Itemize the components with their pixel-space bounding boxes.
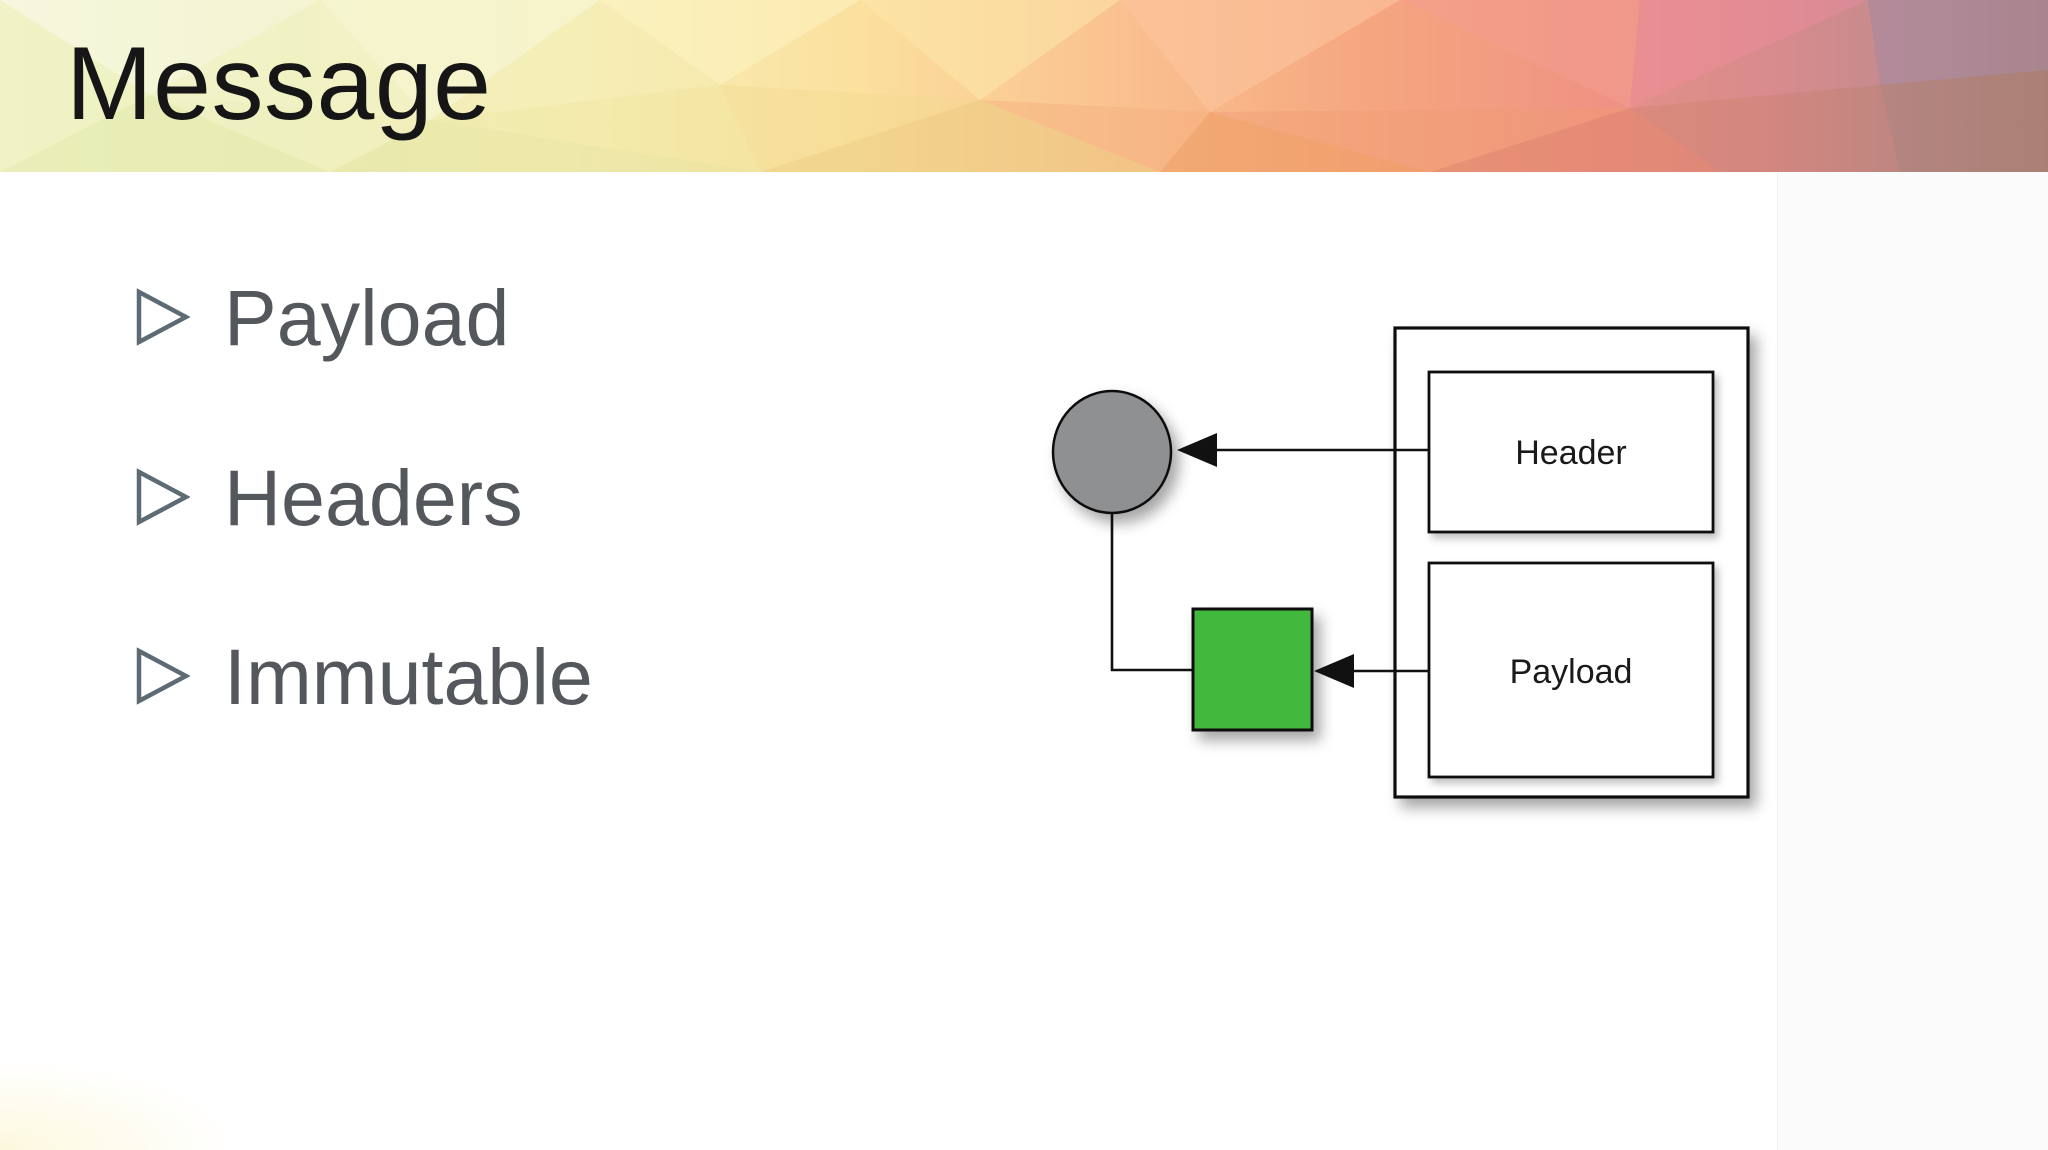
- header-box-label: Header: [1515, 434, 1627, 472]
- bullet-triangle-icon: [136, 468, 190, 526]
- bullet-triangle-icon: [136, 288, 190, 346]
- payload-box-label: Payload: [1510, 653, 1633, 691]
- page-title: Message: [66, 26, 492, 142]
- banner-facets: [0, 0, 2048, 172]
- connector-circle-to-square: [1110, 510, 1193, 672]
- bullet-item-immutable: Immutable: [136, 636, 593, 716]
- arrowhead-to-square-icon: [1314, 654, 1354, 688]
- bullet-label: Headers: [224, 452, 523, 542]
- bullet-label: Payload: [224, 272, 510, 362]
- header-box: [1427, 370, 1715, 534]
- corner-tint: [0, 1060, 240, 1150]
- arrowhead-to-circle-icon: [1177, 433, 1217, 467]
- bullet-item-payload: Payload: [136, 277, 510, 357]
- payload-box: [1427, 561, 1715, 779]
- gray-circle-node: [1051, 389, 1173, 515]
- bullet-label: Immutable: [224, 631, 593, 721]
- green-square-node: [1191, 607, 1314, 732]
- bullet-item-headers: Headers: [136, 457, 523, 537]
- slide-right-gutter: [1777, 172, 2048, 1150]
- title-banner: [0, 0, 2048, 172]
- message-outer-box: [1393, 326, 1750, 799]
- bullet-triangle-icon: [136, 647, 190, 705]
- banner-lowpoly-graphic: [0, 0, 2048, 172]
